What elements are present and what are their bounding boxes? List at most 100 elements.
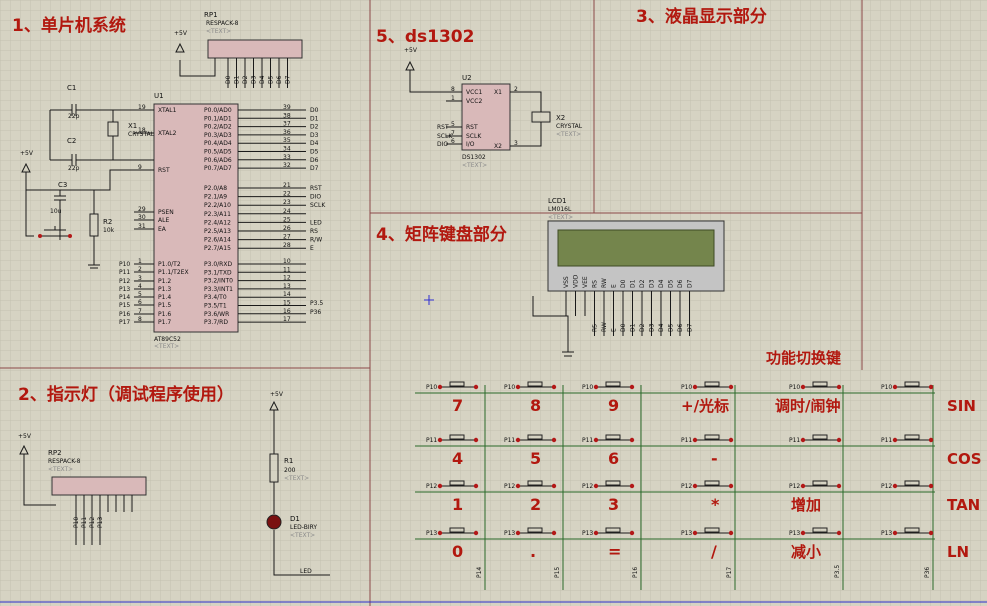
- section-title-lcd: 3、液晶显示部分: [636, 6, 767, 27]
- lcd1-pin-name: RW: [601, 278, 608, 288]
- keypad-key-terminal: [551, 437, 557, 443]
- x1-part: CRYSTAL: [128, 131, 155, 138]
- keypad-key-terminal: [692, 437, 698, 443]
- u1-pin-number: 1: [138, 258, 142, 265]
- keypad-key-terminal: [551, 384, 557, 390]
- keypad-key-row-net: P12: [681, 483, 692, 490]
- keypad-key-terminal: [593, 384, 599, 390]
- keypad-key[interactable]: P13/: [681, 527, 734, 561]
- x2-text: <TEXT>: [556, 131, 581, 138]
- u1-p2-pin-name: P2.1/A9: [204, 194, 227, 201]
- keypad-key[interactable]: P13=: [582, 527, 635, 561]
- lcd1-pin-name: D1: [630, 279, 637, 288]
- keypad-key-terminal: [629, 384, 635, 390]
- u1-p2-pin-number: 22: [283, 191, 291, 198]
- section-title-rtc: 5、ds1302: [376, 27, 474, 47]
- u1-p3-net: P3.5: [310, 300, 323, 307]
- keypad-key-terminal: [473, 530, 479, 536]
- keypad-key-terminal: [728, 437, 734, 443]
- keypad-key-row-net: P11: [881, 437, 892, 444]
- u1-p0-net: D0: [310, 107, 319, 114]
- c1-ref: C1: [67, 84, 76, 92]
- keypad-key-terminal: [892, 530, 898, 536]
- rp1-part: RESPACK-8: [206, 20, 239, 27]
- keypad-key-label: 5: [530, 449, 541, 468]
- d1-ref: D1: [290, 515, 300, 523]
- u1-p0-pin-name: P0.2/AD2: [204, 124, 232, 131]
- rp1-vcc: +5V: [174, 30, 188, 37]
- u1-p2-pin-number: 25: [283, 216, 291, 223]
- rp1-text: <TEXT>: [206, 28, 231, 35]
- u1-p0-pin-number: 32: [283, 162, 291, 169]
- x1-ref: X1: [128, 122, 137, 130]
- u1-p3-pin-number: 14: [283, 291, 291, 298]
- mcu-vcc: +5V: [20, 150, 34, 157]
- lcd1-net: D3: [649, 323, 656, 332]
- keypad-key[interactable]: P11: [789, 434, 842, 444]
- keypad-key-cap: [527, 381, 543, 387]
- u1-p1-net: P10: [119, 261, 130, 268]
- keypad-key-terminal: [437, 384, 443, 390]
- keypad-key[interactable]: P10+/光标: [681, 381, 734, 415]
- u1-p1-net: P16: [119, 311, 130, 318]
- u1-p0-pin-name: P0.1/AD1: [204, 115, 232, 122]
- u1-p2-net: RST: [310, 185, 322, 192]
- keypad-key-terminal: [928, 437, 934, 443]
- u1-p3-pin-name: P3.4/T0: [204, 294, 227, 301]
- keypad-key-label: -: [711, 449, 718, 468]
- keypad-key-cap: [812, 480, 828, 486]
- c2-ref: C2: [67, 137, 76, 145]
- keypad-key-cap: [704, 480, 720, 486]
- section-title-led: 2、指示灯（调试程序使用）: [18, 384, 234, 405]
- u1-p2-pin-number: 26: [283, 225, 291, 232]
- u1-p3-pin-name: P3.5/T1: [204, 303, 227, 310]
- lcd1-pin-name: VDD: [573, 274, 580, 288]
- u2-pin-name: RST: [466, 124, 478, 131]
- u2-pin-name: VCC2: [466, 98, 482, 105]
- rp1-pin-name: D4: [259, 75, 266, 84]
- keypad-key[interactable]: P12*: [681, 480, 734, 514]
- keypad-key-label: 2: [530, 495, 541, 514]
- rp2-text: <TEXT>: [48, 466, 73, 473]
- lcd1-net: D1: [630, 323, 637, 332]
- u1-pin-number: 30: [138, 214, 146, 221]
- u1-p3-pin-name: P3.7/RD: [204, 319, 228, 326]
- lcd1-part: LM016L: [548, 206, 572, 213]
- keypad-key[interactable]: P11-: [681, 434, 734, 468]
- u1-pin-name: XTAL2: [158, 130, 177, 137]
- keypad-key-terminal: [728, 530, 734, 536]
- u1-pin-name: EA: [158, 226, 167, 233]
- u1-p3-pin-number: 16: [283, 308, 291, 315]
- lcd1-pin-name: E: [611, 284, 618, 288]
- u1-p0-pin-number: 39: [283, 104, 291, 111]
- keypad-key[interactable]: P13.: [504, 527, 557, 561]
- keypad-key-cap: [812, 381, 828, 387]
- u1-p0-pin-number: 36: [283, 129, 291, 136]
- keypad-key-label: /: [711, 542, 717, 561]
- rp1-pin-name: D0: [225, 75, 232, 84]
- u1-p2-pin-number: 23: [283, 199, 291, 206]
- led-vcc: +5V: [270, 391, 284, 398]
- keypad-key-terminal: [629, 437, 635, 443]
